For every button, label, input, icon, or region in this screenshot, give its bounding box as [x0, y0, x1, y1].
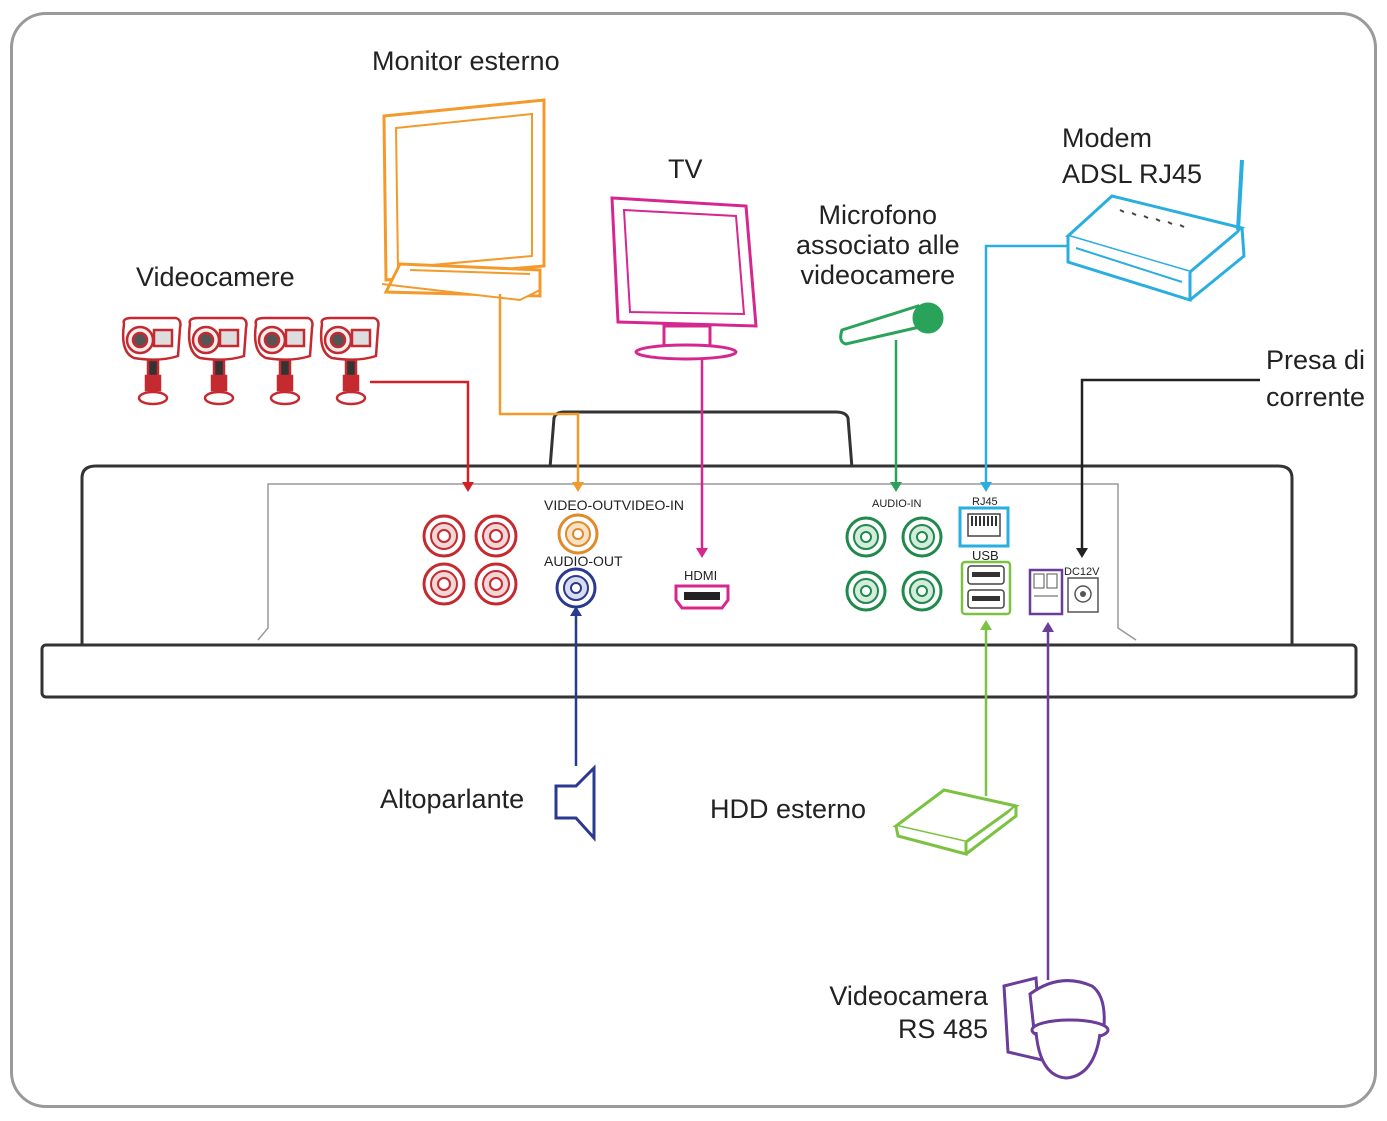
label-presa-line-2: corrente: [1266, 382, 1366, 412]
label-tv: TV: [668, 154, 703, 184]
cctv-cameras: [121, 316, 380, 406]
label-altoparlante: Altoparlante: [380, 784, 525, 814]
ptz-camera-icon: [1002, 976, 1110, 1080]
label-microfono: Microfono associato alle videocamere: [796, 200, 960, 290]
audio-out-port: [555, 567, 597, 609]
adsl-modem-icon: [1065, 159, 1246, 303]
label-microfono-line-2: associato alle: [796, 230, 960, 260]
label-modem-line-1: Modem: [1062, 123, 1153, 153]
speaker-cable: [570, 606, 582, 766]
label-rs485-line-1: Videocamera: [829, 981, 988, 1011]
port-label-audio-out: AUDIO-OUT: [544, 553, 623, 569]
tv-icon: [610, 196, 758, 361]
microphone-icon: [839, 302, 944, 346]
hdmi-port: [674, 584, 730, 610]
label-modem: Modem ADSL RJ45: [1062, 120, 1202, 192]
speaker-icon: [554, 764, 596, 842]
label-microfono-line-1: Microfono: [818, 200, 938, 230]
rs485-terminal: [1028, 568, 1064, 616]
port-label-dc12v: DC12V: [1064, 566, 1100, 578]
power-cable: [1076, 378, 1260, 558]
external-hdd-icon: [892, 788, 1020, 856]
camera-2: [187, 316, 248, 406]
label-microfono-line-3: videocamere: [800, 260, 956, 290]
rs485-cable: [1042, 622, 1054, 980]
port-label-video: VIDEO-OUTVIDEO-IN: [544, 497, 685, 513]
microphone-cable: [890, 340, 902, 492]
external-monitor-icon: [381, 98, 546, 302]
label-videocamere: Videocamere: [136, 262, 295, 292]
camera-cable: [370, 380, 474, 492]
label-modem-line-2: ADSL RJ45: [1062, 159, 1203, 189]
video-in-bnc-ports: [422, 514, 518, 606]
label-presa-line-1: Presa di: [1266, 345, 1366, 375]
dvr-rear-panel: [40, 410, 1358, 699]
dc12v-port: [1067, 577, 1099, 613]
rj45-port: [958, 506, 1010, 548]
tv-cable: [696, 358, 708, 558]
usb-ports: [960, 560, 1012, 616]
video-out-bnc-port: [557, 513, 599, 555]
label-hdd: HDD esterno: [710, 794, 867, 824]
label-rs485-line-2: RS 485: [897, 1014, 988, 1044]
monitor-cable: [498, 294, 584, 492]
port-label-hdmi: HDMI: [684, 568, 718, 583]
label-presa: Presa di corrente: [1266, 342, 1365, 416]
port-label-usb: USB: [972, 548, 999, 563]
hdd-cable: [980, 620, 992, 796]
camera-1: [121, 316, 182, 406]
label-rs485: Videocamera RS 485: [820, 980, 988, 1046]
port-label-audio-in: AUDIO-IN: [872, 498, 922, 510]
modem-cable: [980, 244, 1068, 492]
port-label-rj45: RJ45: [972, 496, 998, 508]
label-monitor: Monitor esterno: [372, 46, 560, 76]
camera-4: [319, 316, 380, 406]
camera-3: [253, 316, 314, 406]
audio-in-ports: [845, 516, 943, 612]
